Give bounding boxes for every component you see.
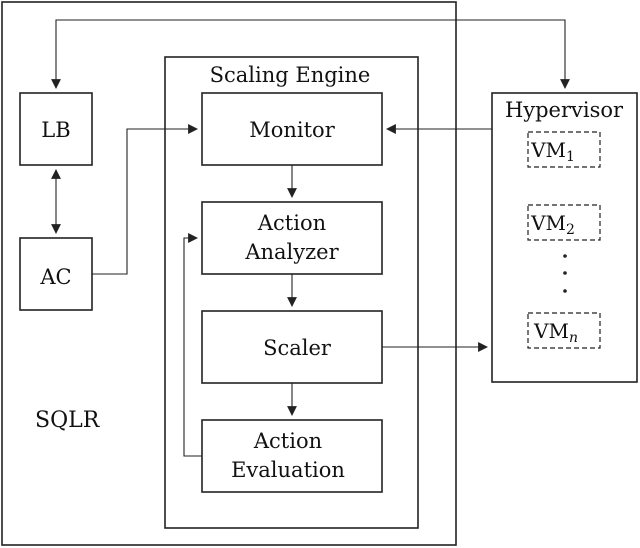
action-evaluation-label-1: Action bbox=[253, 429, 322, 453]
scaling-engine-container bbox=[164, 56, 419, 529]
scaler-label: Scaler bbox=[263, 336, 332, 360]
sqlr-label: SQLR bbox=[35, 408, 101, 433]
lb-label: LB bbox=[41, 118, 70, 142]
ellipsis-dot bbox=[563, 289, 567, 293]
action-analyzer-label-1: Action bbox=[257, 211, 326, 235]
ac-box bbox=[19, 237, 93, 311]
action-analyzer-label-2: Analyzer bbox=[244, 240, 339, 264]
vm1-label: VM1 bbox=[530, 138, 575, 165]
lb-hypervisor-connector bbox=[51, 19, 570, 89]
vm2-label: VM2 bbox=[530, 211, 575, 238]
action-evaluation-label-2: Evaluation bbox=[231, 458, 345, 482]
ellipsis-dot bbox=[563, 271, 567, 275]
vmn-box bbox=[527, 312, 601, 349]
lb-box bbox=[19, 92, 93, 166]
ac-monitor-arrow bbox=[92, 124, 198, 275]
evaluation-analyzer-feedback bbox=[183, 233, 202, 457]
sqlr-container bbox=[1, 1, 457, 546]
action-evaluation-box bbox=[201, 419, 383, 493]
vm2-box bbox=[527, 204, 601, 241]
vm1-box bbox=[527, 131, 601, 168]
ac-label: AC bbox=[39, 265, 71, 289]
scaling-engine-title: Scaling Engine bbox=[210, 63, 371, 87]
scaler-box bbox=[201, 310, 383, 384]
hypervisor-title: Hypervisor bbox=[505, 98, 624, 122]
monitor-box bbox=[201, 92, 383, 166]
ellipsis-dot bbox=[563, 254, 567, 258]
vmn-label: VMn bbox=[533, 319, 578, 346]
monitor-label: Monitor bbox=[249, 118, 335, 142]
